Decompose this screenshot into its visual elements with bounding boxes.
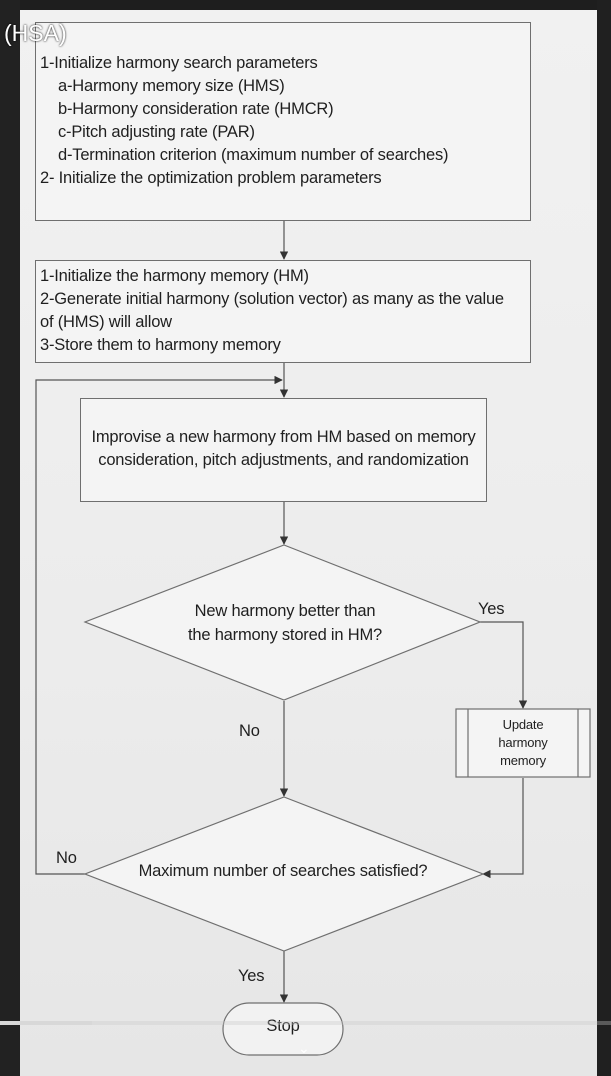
update-box-shape [455, 708, 591, 778]
arrow-loop-back [35, 375, 283, 875]
decision-termination-text: Maximum number of searches satisfied? [138, 862, 428, 880]
stop-terminal-shape [222, 1002, 344, 1056]
video-progress-bar[interactable] [0, 1021, 611, 1025]
video-title: (HSA) [4, 20, 67, 46]
init-parameters-line: 1-Initialize harmony search parameters [40, 54, 318, 72]
init-memory-line: 1-Initialize the harmony memory (HM) [40, 267, 309, 285]
arrow-update-to-termination-check [482, 778, 524, 879]
arrow-yes-to-update [480, 621, 528, 709]
update-memory-line: Update [502, 717, 544, 732]
improvise-line: Improvise a new harmony from HM based on… [91, 428, 476, 446]
video-frame-left [0, 0, 20, 1076]
stop-label: Stop [266, 1017, 300, 1035]
chevron-down-icon[interactable]: ⌄ [298, 1040, 310, 1056]
init-memory-line: 2-Generate initial harmony (solution vec… [40, 290, 504, 308]
improvise-line: consideration, pitch adjustments, and ra… [98, 451, 469, 469]
decision-termination-shape [83, 796, 485, 952]
init-parameters-line: c-Pitch adjusting rate (PAR) [58, 123, 255, 141]
video-frame-top [0, 0, 611, 10]
improvise-box: Improvise a new harmony from HM based on… [80, 398, 487, 502]
init-parameters-box: 1-Initialize harmony search parameters a… [35, 22, 531, 221]
yes-label: Yes [238, 967, 265, 985]
init-memory-line: 3-Store them to harmony memory [40, 336, 281, 354]
init-parameters-line: 2- Initialize the optimization problem p… [40, 169, 382, 187]
flowchart-sheet: 1-Initialize harmony search parameters a… [20, 10, 597, 1076]
no-label: No [56, 849, 77, 867]
init-memory-line: of (HMS) will allow [40, 313, 172, 331]
init-parameters-line: a-Harmony memory size (HMS) [58, 77, 285, 95]
update-memory-text: Update harmony memory [472, 716, 574, 770]
video-progress-fill [0, 1021, 92, 1025]
update-memory-line: memory [500, 753, 546, 768]
decision-better-harmony-shape [83, 544, 482, 701]
init-parameters-line: b-Harmony consideration rate (HMCR) [58, 100, 334, 118]
update-memory-line: harmony [498, 735, 548, 750]
init-memory-box: 1-Initialize the harmony memory (HM) 2-G… [35, 260, 531, 363]
yes-label: Yes [478, 600, 505, 618]
flowchart-connectors [35, 220, 591, 1056]
video-frame-right [597, 0, 611, 1076]
decision-better-harmony-line: New harmony better than [194, 602, 376, 620]
init-parameters-line: d-Termination criterion (maximum number … [58, 146, 449, 164]
decision-better-harmony-text: New harmony better than the harmony stor… [120, 599, 450, 647]
decision-better-harmony-line: the harmony stored in HM? [187, 626, 382, 644]
no-label: No [239, 722, 260, 740]
